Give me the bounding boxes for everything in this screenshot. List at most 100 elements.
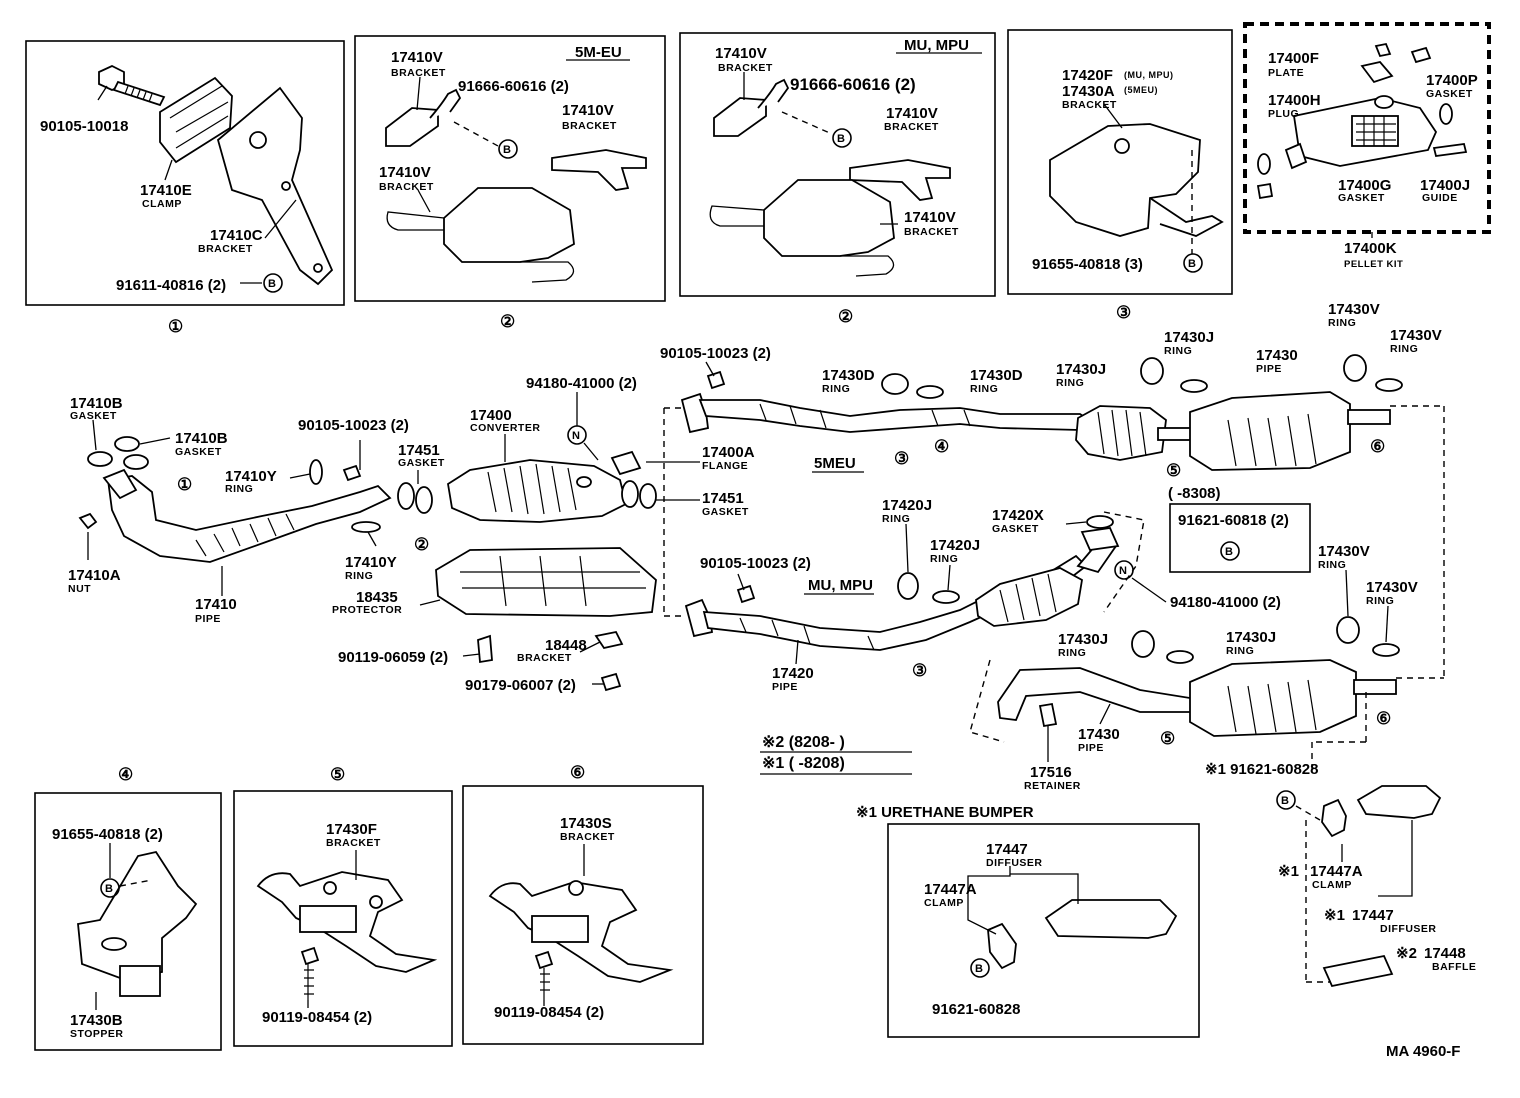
baffle-mark: ※2 xyxy=(1396,945,1417,962)
gasket4-number: 17451 xyxy=(702,490,744,507)
n-ref-letter: N xyxy=(1119,565,1127,577)
br1-label: BRACKET xyxy=(718,62,773,74)
center-pipe xyxy=(698,399,1099,433)
b-ref-letter: B xyxy=(105,883,113,895)
bracket-pad xyxy=(531,915,589,943)
protector-label: PROTECTOR xyxy=(332,604,402,616)
kit-label: PELLET KIT xyxy=(1344,259,1403,270)
ring-label: RING xyxy=(882,513,910,525)
pipe2-label: PIPE xyxy=(1078,742,1104,754)
front-pipe xyxy=(106,475,392,563)
plug-label: PLUG xyxy=(1268,108,1299,120)
br2-note: (5MEU) xyxy=(1124,85,1158,95)
flange-drawing-2 xyxy=(610,450,642,476)
gasket2-number: 17400G xyxy=(1338,177,1391,194)
bracket-lip xyxy=(1149,197,1224,237)
br1-number: 17410V xyxy=(391,49,443,66)
bolt-drawing xyxy=(342,464,362,482)
plate-number: 17400F xyxy=(1268,50,1319,67)
b-ref-letter-2: B xyxy=(1281,795,1289,807)
ring3-number: 17430J xyxy=(1056,361,1106,378)
stopper-label: STOPPER xyxy=(70,1028,124,1040)
clamp-label: CLAMP xyxy=(142,198,182,210)
gasket2-label: GASKET xyxy=(175,446,222,458)
br1-label: BRACKET xyxy=(391,67,446,79)
b-ref-letter: B xyxy=(975,963,983,975)
stopper-drawing xyxy=(77,850,198,979)
detail-box-5: ⑤ 17430F BRACKET 90119-08454 (2) xyxy=(233,765,453,1047)
ring-2 xyxy=(932,590,960,604)
n-bolt-number: 94180-41000 (2) xyxy=(526,375,637,392)
br2-number: 17430A xyxy=(1062,83,1115,100)
plug-number: 17400H xyxy=(1268,92,1321,109)
diffuser-drawing xyxy=(1044,899,1178,939)
ring2-label: RING xyxy=(930,553,958,565)
retainer-label: RETAINER xyxy=(1024,780,1081,792)
bracket-drawing xyxy=(216,86,334,286)
callout-3b: ③ xyxy=(912,661,927,680)
bolt-number: 90105-10023 (2) xyxy=(700,555,811,572)
bolt-number: 90105-10023 (2) xyxy=(660,345,771,362)
br3-number: 17410V xyxy=(379,164,431,181)
ring-2 xyxy=(916,385,944,399)
nut-label: NUT xyxy=(68,583,91,595)
diff-label: DIFFUSER xyxy=(1380,923,1437,935)
bracket-number: 17410C xyxy=(210,227,263,244)
br1-number: 17410V xyxy=(715,45,767,62)
protector-number: 18435 xyxy=(356,589,398,606)
gasket-ring-2 xyxy=(1439,103,1453,125)
b-ref-marker xyxy=(498,139,518,159)
detail-box-6: ⑥ 17430S BRACKET 90119-08454 (2) xyxy=(462,763,704,1045)
pipe-label: PIPE xyxy=(772,681,798,693)
guide-drawing xyxy=(1432,143,1468,157)
callout-2: ② xyxy=(414,535,429,554)
detail-box-2-mu: MU, MPU 17410V BRACKET 91666-60616 (2) B… xyxy=(679,32,996,326)
bracket-number: 17430F xyxy=(326,821,377,838)
gasket-label: GASKET xyxy=(1426,88,1473,100)
b3-number: ※1 91621-60828 xyxy=(1205,761,1319,778)
gasket2-number: 17410B xyxy=(175,430,228,447)
ring2-number: 17420J xyxy=(930,537,980,554)
range-label: ( -8308) xyxy=(1168,485,1221,502)
flange-ring xyxy=(621,480,639,508)
box5-callout: ⑤ xyxy=(330,765,345,784)
gasket-label: GASKET xyxy=(992,523,1039,535)
pellet-kit-box: 17400F PLATE 17400P GASKET 17400H PLUG 1… xyxy=(1243,22,1491,270)
bolt-number: 90119-08454 (2) xyxy=(262,1009,372,1026)
diffuser-drawing xyxy=(1356,785,1442,819)
ring3-label: RING xyxy=(1318,559,1346,571)
ring4-number: 17430J xyxy=(1164,329,1214,346)
clamp-number: 17410E xyxy=(140,182,192,199)
ring4-number: 17430V xyxy=(1366,579,1418,596)
n-bolt-number: 94180-41000 (2) xyxy=(1170,594,1281,611)
b-ref-marker xyxy=(1220,541,1240,561)
ring-6 xyxy=(1372,643,1400,657)
guide-number: 17400J xyxy=(1420,177,1470,194)
gasket1-label: GASKET xyxy=(70,410,117,422)
bracket-hook xyxy=(429,88,462,119)
callout-5: ⑤ xyxy=(1166,461,1181,480)
variant-label: 5M-EU xyxy=(575,44,622,61)
plug-drawing xyxy=(1374,95,1394,109)
bracket-label: BRACKET xyxy=(326,837,381,849)
stopper-number: 17430B xyxy=(70,1012,123,1029)
ring6-number: 17430V xyxy=(1390,327,1442,344)
br3-label: BRACKET xyxy=(379,181,434,193)
ring-4 xyxy=(1166,650,1194,664)
ring2-label: RING xyxy=(345,570,373,582)
bolt2-number: 90119-06059 (2) xyxy=(338,649,448,666)
br3-label: BRACKET xyxy=(904,226,959,238)
pipe-label: PIPE xyxy=(1256,363,1282,375)
ring-1 xyxy=(897,572,919,600)
urethane-bumper-box: ※1 URETHANE BUMPER B 17447 DIFFUSER 1744… xyxy=(856,804,1200,1038)
ring-number: 17420J xyxy=(882,497,932,514)
bolt-drawing xyxy=(1410,46,1432,64)
clamp-number: 17447A xyxy=(1310,863,1363,880)
bolt1-number: 90105-10023 (2) xyxy=(298,417,409,434)
clamp-drawing xyxy=(159,76,233,164)
br-note: (MU, MPU) xyxy=(1124,70,1174,80)
detail-box-4: ④ B 91655-40818 (2) 17430B STOPPER xyxy=(34,765,222,1051)
bolt-drawing xyxy=(98,65,166,107)
gasket-4 xyxy=(397,482,415,510)
converter-port xyxy=(576,476,592,488)
